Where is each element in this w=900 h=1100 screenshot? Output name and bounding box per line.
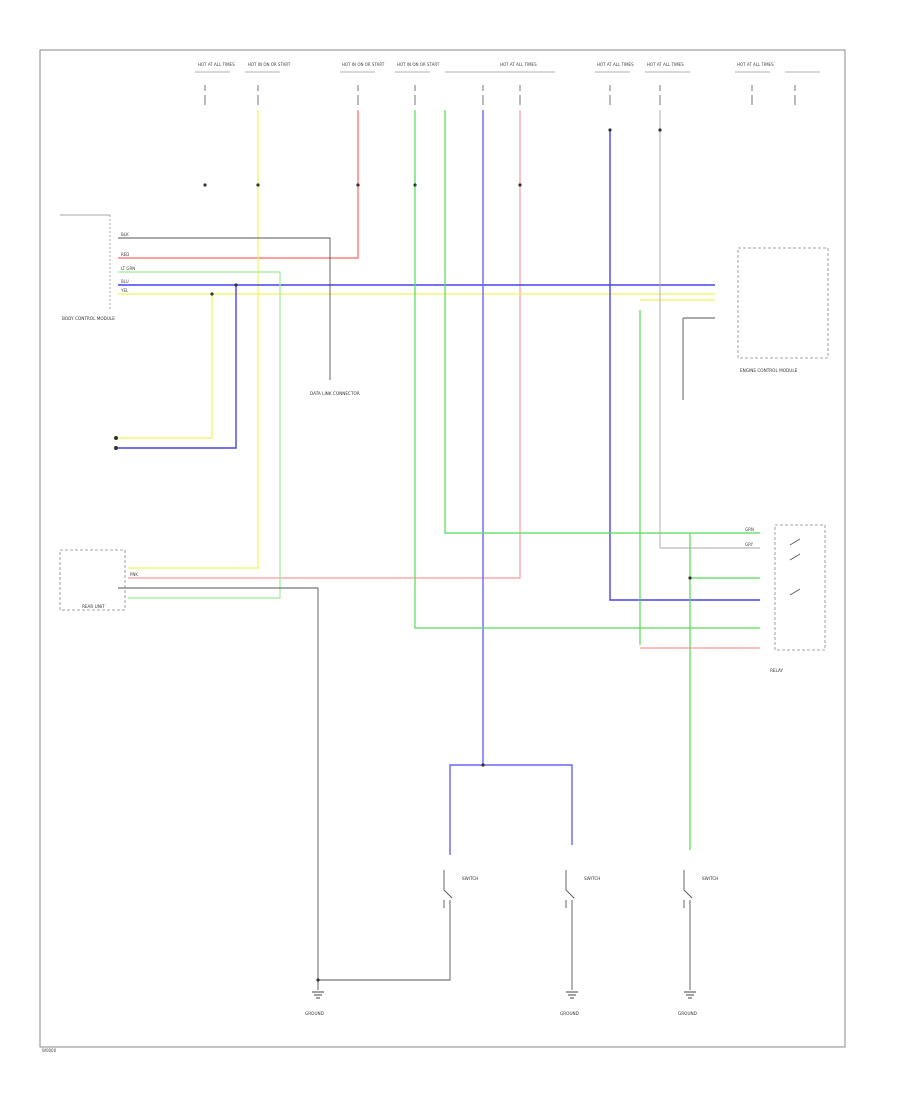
wire-black-3 xyxy=(118,587,319,990)
bcm-module: BODY CONTROL MODULE xyxy=(60,214,115,321)
ecm-label: ENGINE CONTROL MODULE xyxy=(740,368,798,373)
ground-2-label: GROUND xyxy=(560,1011,579,1016)
ground-3-label: GROUND xyxy=(678,1011,697,1016)
fuse-label-2: HOT IN ON OR START xyxy=(248,62,291,67)
switch-1 xyxy=(443,870,453,908)
tag-red: RED xyxy=(121,252,129,257)
wire-red-1 xyxy=(118,110,359,259)
fuse-label-4: HOT IN ON OR START xyxy=(397,62,440,67)
fuse-label-8: HOT AT ALL TIMES xyxy=(737,62,774,67)
wires-red xyxy=(118,110,760,649)
wire-tags: RED YEL BLU LT GRN BLK PNK GRN GRY xyxy=(120,232,754,577)
fuse-symbols xyxy=(204,85,796,105)
data-link-label: DATA LINK CONNECTOR xyxy=(310,391,360,396)
diagram-code: W0000 xyxy=(42,1048,57,1053)
switch-2 xyxy=(565,870,575,908)
fuse-label-1: HOT AT ALL TIMES xyxy=(198,62,235,67)
wire-blue-4 xyxy=(483,764,573,845)
relay-label: RELAY xyxy=(770,668,784,673)
wire-yellow-3 xyxy=(118,294,213,439)
switch-3-label: SWITCH xyxy=(702,876,718,881)
wire-blue-2 xyxy=(118,285,237,449)
wires-black xyxy=(118,110,760,990)
tag-blu: BLU xyxy=(121,279,129,284)
switch-3 xyxy=(683,870,693,908)
relay-module: RELAY xyxy=(770,524,826,673)
ecm-module: ENGINE CONTROL MODULE xyxy=(737,247,829,373)
fuse-header-labels: HOT AT ALL TIMES HOT IN ON OR START HOT … xyxy=(198,62,774,67)
wire-blue-5 xyxy=(609,130,760,601)
wires-yellow xyxy=(118,110,715,569)
switch-symbols xyxy=(443,870,693,908)
fuse-label-3: HOT IN ON OR START xyxy=(342,62,385,67)
diagram-border xyxy=(39,49,846,1048)
rear-unit-module: REAR UNIT xyxy=(59,549,126,611)
wires-blue xyxy=(118,110,760,855)
tag-yel: YEL xyxy=(120,288,129,293)
wire-black-4 xyxy=(318,900,451,981)
switch-2-label: SWITCH xyxy=(584,876,600,881)
wire-yellow-1 xyxy=(128,110,259,569)
fuse-label-6: HOT AT ALL TIMES xyxy=(597,62,634,67)
wire-black-1 xyxy=(118,237,331,345)
switch-1-label: SWITCH xyxy=(462,876,478,881)
tag-pnk: PNK xyxy=(130,572,138,577)
wire-green-3 xyxy=(118,271,281,599)
wire-gray-1 xyxy=(659,110,760,549)
rear-unit-label: REAR UNIT xyxy=(82,604,105,609)
tag-grn: GRN xyxy=(745,527,754,532)
wire-green-2 xyxy=(444,110,760,534)
tag-ltgrn: LT GRN xyxy=(121,266,135,271)
ground-1-label: GROUND xyxy=(305,1011,324,1016)
wire-green-1 xyxy=(414,110,760,629)
splice-points xyxy=(114,128,692,982)
fuse-label-5: HOT AT ALL TIMES xyxy=(500,62,537,67)
tag-blk: BLK xyxy=(121,232,129,237)
wire-red-2 xyxy=(128,110,521,579)
tag-gry: GRY xyxy=(745,542,754,547)
ground-symbols xyxy=(312,991,696,999)
bcm-label: BODY CONTROL MODULE xyxy=(62,316,115,321)
wires-green xyxy=(118,110,760,850)
wire-blue-3 xyxy=(449,110,484,855)
fuse-label-7: HOT AT ALL TIMES xyxy=(647,62,684,67)
